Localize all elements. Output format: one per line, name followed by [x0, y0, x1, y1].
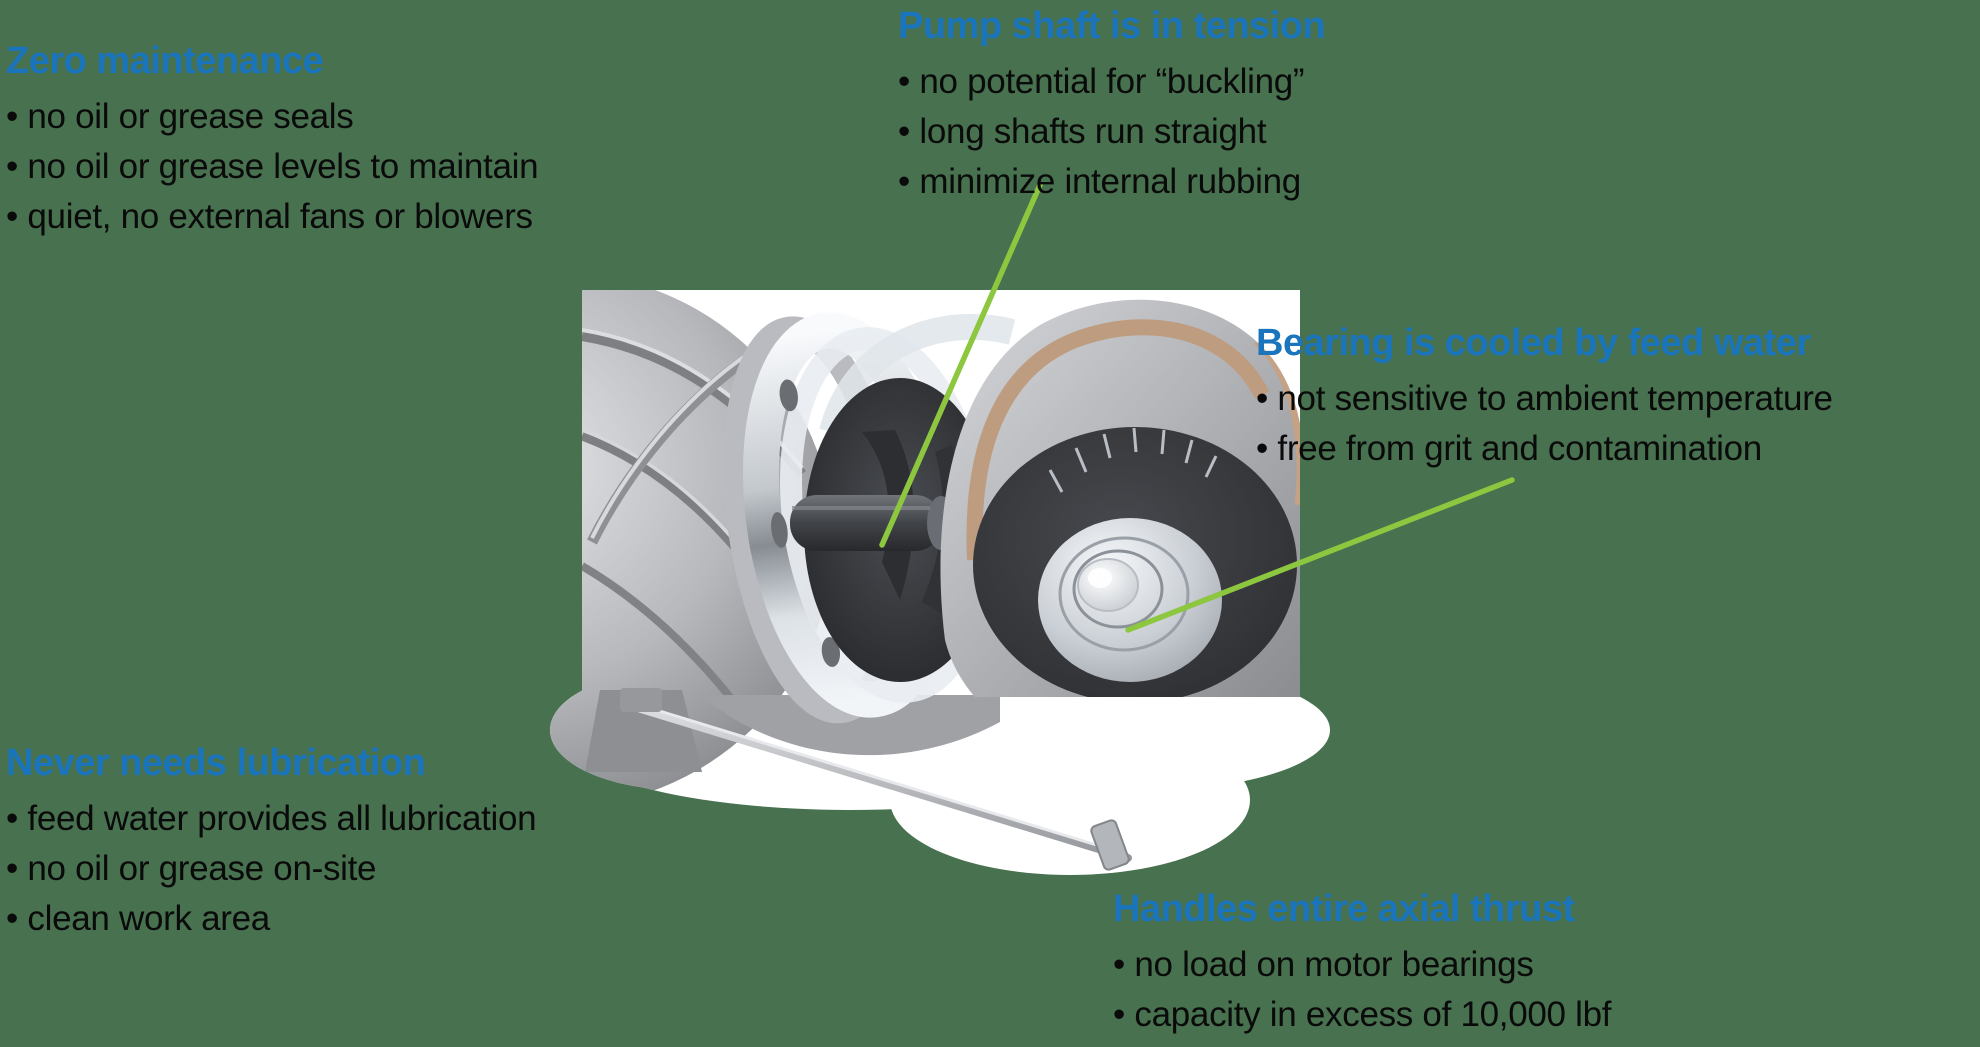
callout-bullet: long shafts run straight — [898, 107, 1325, 157]
callout-bearing: Bearing is cooled by feed water not sens… — [1256, 322, 1833, 474]
leader-line-bearing — [1125, 477, 1515, 633]
callout-bullet: quiet, no external fans or blowers — [6, 192, 538, 242]
callout-zero-maintenance: Zero maintenance no oil or grease seals … — [6, 40, 539, 242]
callout-bullet: minimize internal rubbing — [898, 157, 1325, 207]
callout-bullet: no oil or grease seals — [6, 92, 538, 142]
callout-bullet: no oil or grease on-site — [6, 844, 536, 894]
callout-bullet-list: no oil or grease seals no oil or grease … — [6, 92, 538, 242]
callout-bullet-list: no potential for “buckling” long shafts … — [898, 57, 1325, 207]
callout-handles-axial-thrust: Handles entire axial thrust no load on m… — [1113, 888, 1611, 1040]
bearing-dome — [1038, 518, 1222, 682]
callout-bullet: no oil or grease levels to maintain — [6, 142, 538, 192]
callout-bullet: no load on motor bearings — [1113, 940, 1611, 990]
callout-pump-shaft: Pump shaft is in tension no potential fo… — [898, 5, 1326, 207]
callout-bullet: clean work area — [6, 894, 536, 944]
callout-bullet: no potential for “buckling” — [898, 57, 1325, 107]
callout-heading: Bearing is cooled by feed water — [1256, 322, 1811, 364]
callout-heading: Handles entire axial thrust — [1113, 888, 1575, 930]
leader-line-pump-shaft — [879, 182, 1043, 548]
glass-cover — [819, 313, 1016, 436]
callout-bullet-list: feed water provides all lubrication no o… — [6, 794, 536, 944]
callout-bullet: feed water provides all lubrication — [6, 794, 536, 844]
callout-bullet: free from grit and contamination — [1256, 424, 1833, 474]
callout-heading: Pump shaft is in tension — [898, 5, 1326, 47]
callout-bullet: not sensitive to ambient temperature — [1256, 374, 1833, 424]
callout-bullet-list: not sensitive to ambient temperature fre… — [1256, 374, 1833, 474]
callout-bullet-list: no load on motor bearings capacity in ex… — [1113, 940, 1611, 1040]
callout-heading: Zero maintenance — [6, 40, 324, 82]
support-rod — [620, 688, 1132, 871]
callout-heading: Never needs lubrication — [6, 742, 426, 784]
callout-bullet: capacity in excess of 10,000 lbf — [1113, 990, 1611, 1040]
callout-never-needs-lubrication: Never needs lubrication feed water provi… — [6, 742, 537, 944]
